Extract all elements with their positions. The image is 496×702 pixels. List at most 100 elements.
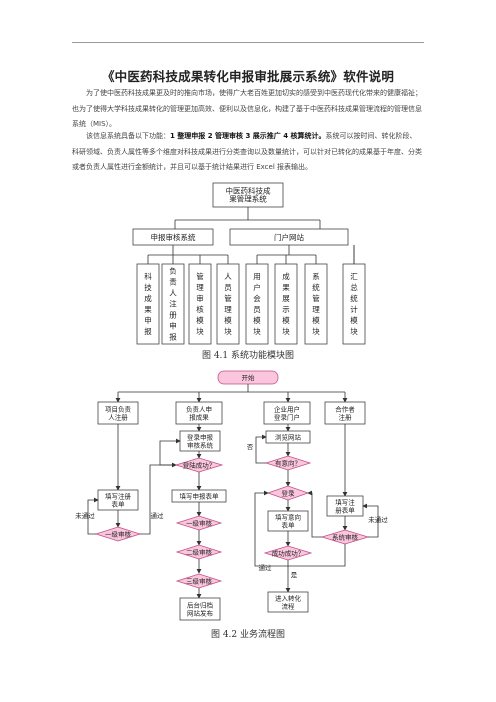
loop-back <box>159 438 181 466</box>
module-char: 果 <box>144 305 152 314</box>
owner-apply-box-label-line: 负责人申 <box>186 405 212 414</box>
module-char: 统 <box>312 282 320 292</box>
function-list: 1 整理申报 2 管理审核 3 展示推广 4 核算统计。 <box>170 132 326 140</box>
enter-transform-box-label-line: 进入转化 <box>275 594 302 603</box>
module-char: 员 <box>253 305 261 314</box>
module-char: 模 <box>253 315 261 325</box>
function-detail: 系统可以按时间、转化阶段、科研领域、负责人属性等多个维度对科技成果进行分类查询以… <box>72 132 422 171</box>
module-char: 册 <box>169 311 177 320</box>
root-box <box>212 182 284 208</box>
login-diamond-label: 登录 <box>282 489 296 498</box>
module-char: 理 <box>312 305 320 314</box>
audit3-diamond <box>175 573 223 589</box>
pass-path <box>140 462 177 535</box>
module-box <box>188 263 212 345</box>
function-paragraph: 该信息系统具备以下功能：1 整理申报 2 管理审核 3 展示推广 4 核算统计。… <box>72 129 422 176</box>
fill-register-box-label-line: 表单 <box>112 500 126 509</box>
document-title: 《中医药科技成果转化申报审批展示系统》软件说明 <box>101 69 395 84</box>
no-loop <box>255 434 267 464</box>
enterprise-login-box-label-line: 登录门户 <box>274 413 300 422</box>
module-box <box>304 263 328 345</box>
fill-intent-box-label-line: 填写意向 <box>275 513 301 522</box>
module-box <box>136 263 160 345</box>
module-char: 模 <box>224 315 232 325</box>
pass1-label: 通过 <box>151 511 165 520</box>
project-register-box-label-line: 人注册 <box>108 413 128 422</box>
audit-register-diamond-label: 一级审核 <box>105 530 132 539</box>
module-char: 注 <box>169 299 177 309</box>
module-char: 审 <box>196 293 204 303</box>
module-char: 技 <box>144 282 152 292</box>
root-label-line: 中医药科技成 <box>226 186 271 196</box>
success-diamond-label: 成功成功？ <box>272 549 305 558</box>
audit2-diamond <box>175 544 223 560</box>
left-group-label: 申报审核系统 <box>151 232 196 242</box>
module-box <box>161 263 185 345</box>
owner-apply-box-label-line: 报成果 <box>189 413 209 422</box>
module-char: 人 <box>169 289 177 298</box>
module-char: 块 <box>224 326 232 336</box>
partner-register-box-label-line: 注册 <box>339 413 353 422</box>
root-label-line: 果管理系统 <box>229 194 267 204</box>
module-char: 会 <box>253 293 261 303</box>
module-char: 系 <box>312 271 320 281</box>
module-char: 负 <box>169 266 177 276</box>
browse-box-label-line: 浏览网站 <box>275 433 302 442</box>
publish-box-label-line: 网站发布 <box>187 609 214 618</box>
publish-box-label-line: 后台归档 <box>187 601 213 610</box>
audit1-diamond-label: 一级审核 <box>186 519 213 528</box>
module-char: 模 <box>350 315 358 325</box>
fill-register-box-label-line: 填写注册 <box>105 492 132 501</box>
fig2-caption: 图 4.2 业务流程图 <box>210 630 286 640</box>
function-lead: 该信息系统具备以下功能： <box>86 132 170 140</box>
module-char: 理 <box>224 305 232 314</box>
module-char: 块 <box>282 326 290 336</box>
fail2-label: 未通过 <box>368 515 388 524</box>
module-char: 管 <box>224 293 232 303</box>
intro-paragraph: 为了使中医药科技成果更及时的推向市场，使得广大老百姓更加切实的感受到中医药现代化… <box>72 89 422 128</box>
module-box <box>274 263 298 345</box>
success-diamond <box>263 545 313 561</box>
module-box <box>245 263 269 345</box>
system-audit-diamond-label: 系统审核 <box>332 533 359 542</box>
module-box <box>342 263 366 345</box>
enterprise-login-box-label-line: 企业用户 <box>274 405 300 414</box>
module-char: 管 <box>312 293 320 303</box>
fill-apply-box-label-line: 填写申报表单 <box>180 492 220 501</box>
module-char: 成 <box>282 271 290 281</box>
module-char: 员 <box>224 283 232 292</box>
module-char: 申 <box>169 321 177 331</box>
module-char: 用 <box>253 272 261 281</box>
module-box <box>216 263 240 345</box>
fill-reg2-box-label-line: 填写注 <box>335 498 355 507</box>
module-char: 管 <box>196 271 204 281</box>
audit1-diamond <box>175 515 223 531</box>
module-char: 块 <box>253 326 261 336</box>
no-label: 否 <box>247 443 254 451</box>
audit2-diamond-label: 二级审核 <box>186 548 213 557</box>
fill-intent-box-label-line: 表单 <box>282 521 296 530</box>
module-char: 示 <box>282 305 290 314</box>
fail2-loop <box>362 503 379 538</box>
module-char: 展 <box>282 294 290 303</box>
module-char: 汇 <box>350 272 358 281</box>
module-char: 核 <box>196 304 204 314</box>
module-char: 人 <box>224 272 232 281</box>
module-char: 科 <box>144 271 152 281</box>
fig1-caption: 图 4.1 系统功能模块图 <box>201 351 295 361</box>
module-char: 块 <box>350 326 358 336</box>
audit3-diamond-label: 三级审核 <box>186 577 213 586</box>
module-char: 户 <box>253 282 261 292</box>
pass2-path <box>254 490 346 567</box>
module-char: 模 <box>196 315 204 325</box>
module-char: 理 <box>196 283 204 292</box>
module-char: 块 <box>312 326 320 336</box>
header-rule <box>72 42 424 43</box>
fill-reg2-box-label-line: 册表单 <box>335 506 355 515</box>
interest-diamond-label: 有意向？ <box>275 459 301 468</box>
module-char: 报 <box>169 332 177 342</box>
module-char: 统 <box>350 293 358 303</box>
module-char: 果 <box>282 283 290 292</box>
module-char: 报 <box>144 326 152 336</box>
